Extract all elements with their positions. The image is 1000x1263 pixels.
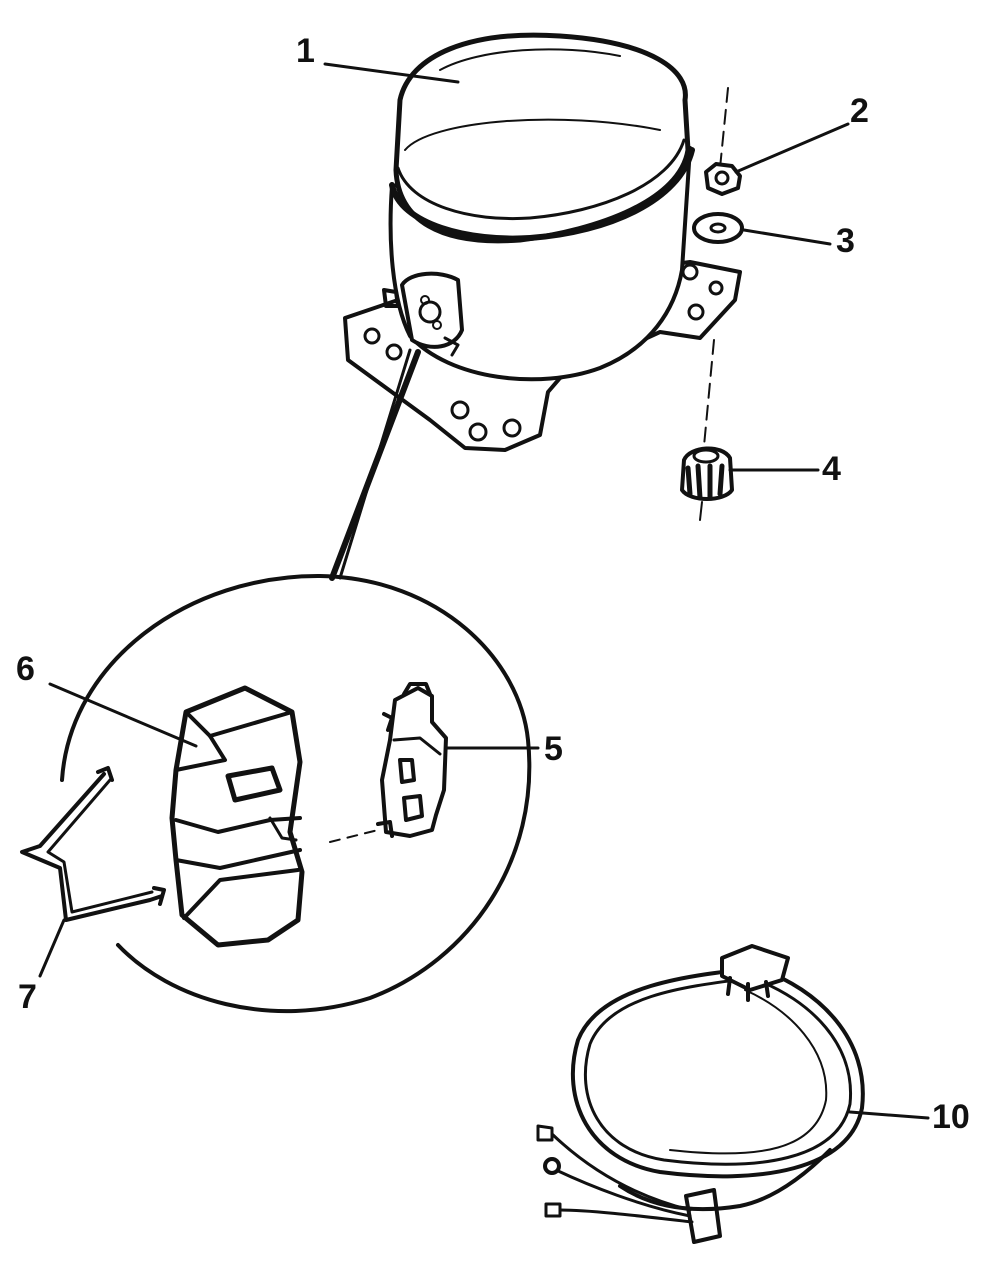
callout-1: 1 <box>296 32 315 70</box>
wiring-harness <box>536 944 865 1244</box>
callout-labels: 1 2 3 4 5 6 7 10 <box>16 32 970 1136</box>
callout-7: 7 <box>18 978 37 1016</box>
grommet <box>680 446 734 521</box>
callout-2: 2 <box>850 92 869 130</box>
detail-circle <box>60 573 532 1014</box>
relay <box>329 682 448 843</box>
terminal-cover <box>169 685 305 948</box>
compressor-terminal-box <box>400 271 464 349</box>
nut <box>704 87 742 196</box>
retaining-clip <box>20 766 166 922</box>
leader-6 <box>48 682 198 748</box>
leader-7 <box>38 918 66 978</box>
leader-2 <box>734 122 850 174</box>
callout-3: 3 <box>836 222 855 260</box>
callout-6: 6 <box>16 650 35 688</box>
compressor <box>343 32 742 452</box>
washer <box>692 212 744 447</box>
leader-1 <box>323 62 460 84</box>
callout-4: 4 <box>822 450 841 488</box>
leader-lines <box>38 62 930 1120</box>
callout-5: 5 <box>544 730 563 768</box>
callout-10: 10 <box>932 1098 970 1136</box>
compressor-dome <box>393 32 691 244</box>
leader-3 <box>742 228 832 246</box>
leader-10 <box>848 1110 930 1120</box>
